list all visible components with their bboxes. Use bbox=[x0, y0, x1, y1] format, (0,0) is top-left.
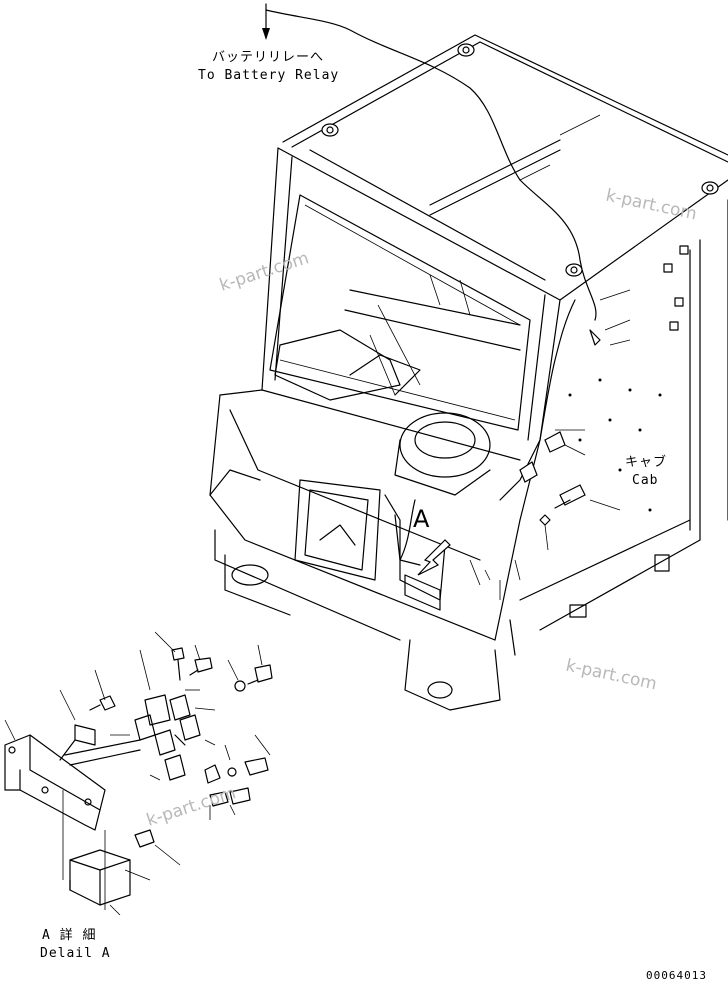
cab-label-en: Cab bbox=[632, 473, 659, 488]
view-a-arrow bbox=[417, 539, 451, 576]
leader-lines bbox=[369, 304, 521, 600]
view-a-marker: A bbox=[413, 505, 430, 533]
battery-relay-label-en: To Battery Relay bbox=[198, 68, 340, 83]
console-bracket bbox=[294, 479, 446, 611]
battery-relay-label-jp: バッテリリレーへ bbox=[212, 50, 325, 65]
cab-roof bbox=[277, 34, 728, 301]
detail-a-parts bbox=[4, 631, 273, 916]
battery-relay-arrow bbox=[262, 3, 597, 321]
cab-side-wiring bbox=[499, 289, 631, 551]
drawing-number: 00064013 bbox=[646, 969, 707, 982]
detail-a-label-jp: A 詳 細 bbox=[42, 928, 97, 943]
cab-front-frame bbox=[209, 147, 561, 711]
cab-label-jp: キャブ bbox=[625, 455, 668, 470]
cab-interior bbox=[274, 199, 728, 656]
detail-a-label-en: Delail A bbox=[40, 946, 111, 961]
